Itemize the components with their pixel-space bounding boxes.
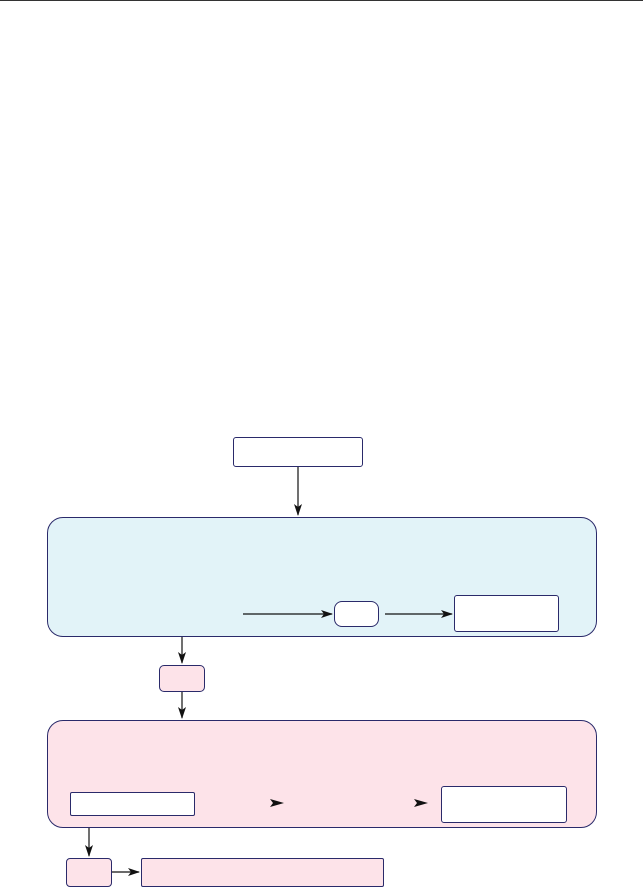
stage2-output-node	[441, 786, 567, 823]
page-top-rule	[0, 0, 643, 1]
mid-node	[159, 665, 205, 692]
stage1-output-node	[454, 595, 559, 632]
start-node	[233, 437, 363, 467]
stage1-small-node	[334, 601, 379, 627]
end-result-node	[141, 858, 384, 887]
end-node	[66, 858, 112, 887]
stage2-input-node	[70, 792, 195, 816]
